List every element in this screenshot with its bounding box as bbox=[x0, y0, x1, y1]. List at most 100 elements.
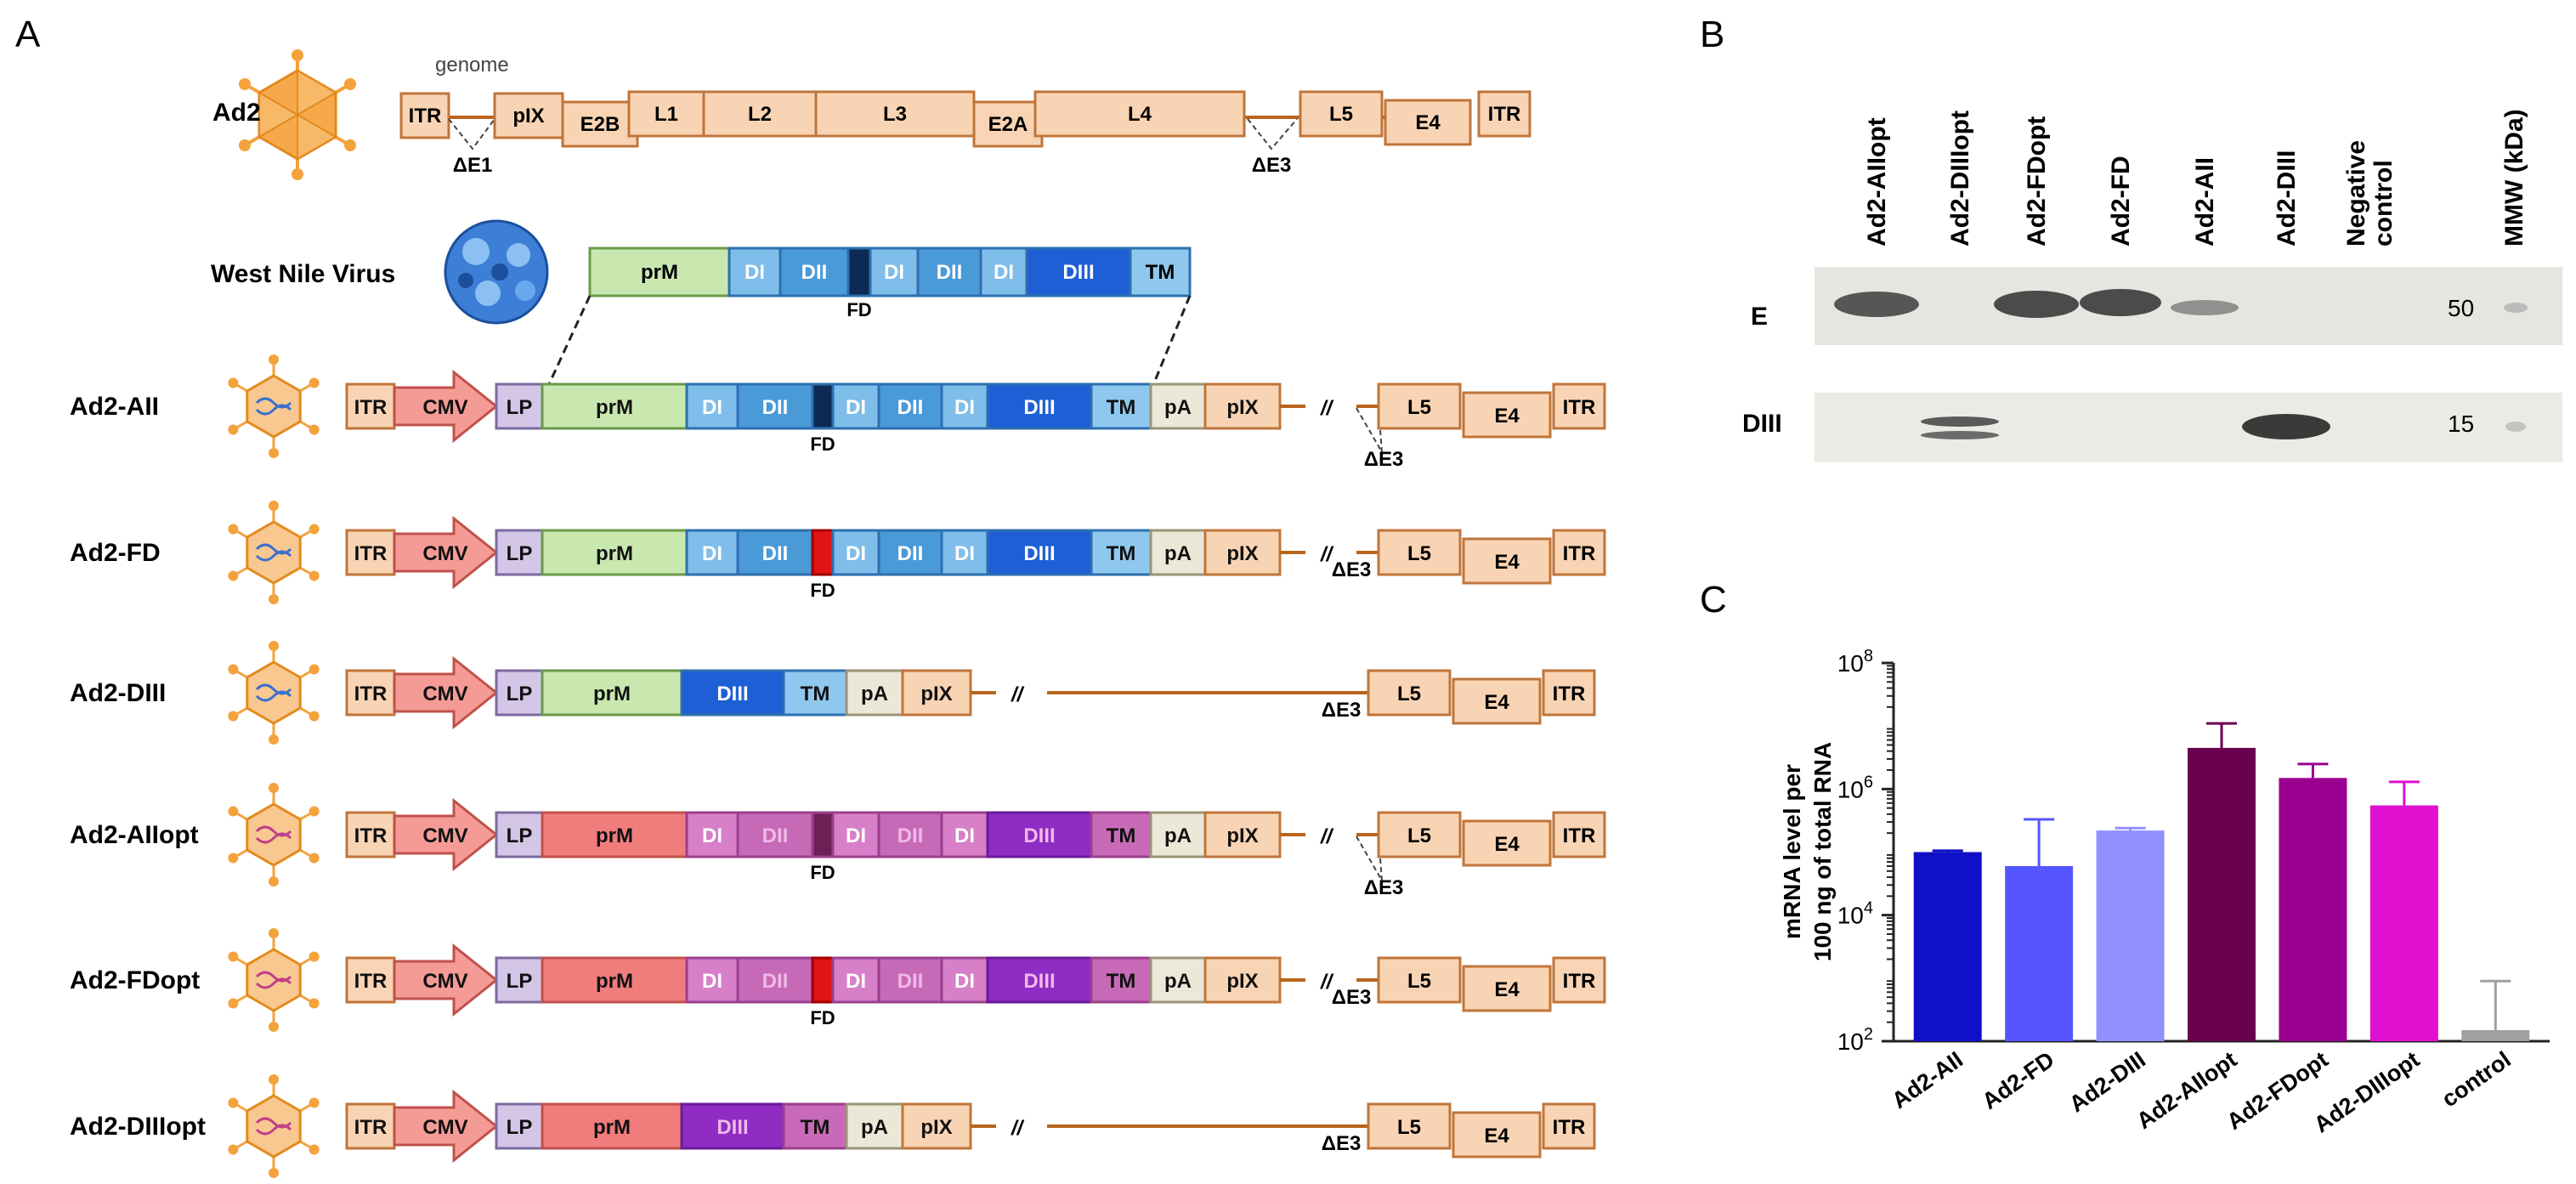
construct-segment-label: E4 bbox=[1494, 978, 1520, 1001]
construct-segment-label: DII bbox=[897, 970, 924, 993]
construct-segment bbox=[495, 811, 544, 858]
cmv-promoter-arrow bbox=[393, 515, 499, 590]
break-mark: // bbox=[1011, 683, 1025, 706]
y-tick-label: 102 bbox=[1837, 1025, 1873, 1055]
construct-segment-label: LP bbox=[507, 970, 533, 993]
construct-segment-label: pA bbox=[1164, 824, 1192, 847]
construct-segment bbox=[1462, 965, 1552, 1012]
break-mark: // bbox=[1320, 825, 1334, 848]
delta-e1-label: ΔE1 bbox=[453, 154, 493, 177]
construct-segment-label: DIII bbox=[1023, 970, 1055, 993]
construct-segment-label: E4 bbox=[1494, 405, 1520, 428]
construct-segment bbox=[986, 956, 1093, 1004]
construct-segment-label: prM bbox=[593, 683, 631, 705]
construct-segment-label: E4 bbox=[1494, 551, 1520, 574]
x-tick-label: Ad2-AIIopt bbox=[2132, 1046, 2241, 1134]
construct-segment-label: pIX bbox=[920, 683, 952, 705]
adenovirus-virion-icon bbox=[228, 354, 320, 458]
construct-segment bbox=[1542, 669, 1596, 717]
construct-segment bbox=[782, 1102, 848, 1150]
ad2-label: Ad2 bbox=[212, 99, 261, 127]
construct-segment bbox=[1377, 529, 1462, 576]
construct-segment-label: DII bbox=[762, 824, 789, 847]
construct-segment-label: pIX bbox=[1226, 396, 1258, 419]
construct-segment bbox=[1377, 811, 1462, 858]
construct-segment-label: CMV bbox=[422, 542, 467, 565]
ad2-gene-label: ITR bbox=[1488, 103, 1521, 126]
construct-segment bbox=[541, 956, 688, 1004]
bar bbox=[1913, 852, 1982, 1041]
ad2-gene-label: pIX bbox=[512, 105, 544, 127]
construct-segment-label: E4 bbox=[1494, 833, 1520, 856]
construct-segment-label: ITR bbox=[354, 683, 388, 705]
blot-band-diii-ad2-diiiopt bbox=[1921, 416, 1999, 427]
blot-band-e-ad2-fd bbox=[2080, 289, 2161, 316]
construct-segment-label: DI bbox=[702, 970, 722, 993]
wnv-prm bbox=[588, 246, 731, 297]
x-tick-label: Ad2-FD bbox=[1978, 1046, 2059, 1114]
construct-segment-label: pIX bbox=[1226, 970, 1258, 993]
construct-segment bbox=[986, 529, 1093, 576]
construct-segment bbox=[1090, 529, 1152, 576]
break-mark: // bbox=[1320, 543, 1334, 566]
west-nile-virus-icon bbox=[444, 219, 549, 325]
construct-segment-label: CMV bbox=[422, 683, 467, 705]
ad2-gene-label: L4 bbox=[1128, 103, 1152, 126]
construct-segment-label: ITR bbox=[1553, 1116, 1586, 1139]
construct-segment bbox=[345, 529, 396, 576]
construct-segment bbox=[877, 529, 943, 576]
construct-segment bbox=[1462, 819, 1552, 867]
blot-lane-label: Negative bbox=[2342, 140, 2370, 246]
cmv-promoter-arrow bbox=[393, 655, 499, 730]
panel-letter-a: A bbox=[15, 14, 41, 55]
cmv-promoter-arrow bbox=[393, 369, 499, 444]
y-tick-label: 104 bbox=[1837, 899, 1873, 929]
construct-segment-label: L5 bbox=[1397, 1116, 1421, 1139]
construct-segment bbox=[1377, 956, 1462, 1004]
construct-segment bbox=[1542, 1102, 1596, 1150]
construct-segment-label: TM bbox=[801, 1116, 830, 1139]
x-tick-label: control bbox=[2437, 1046, 2516, 1112]
construct-segment bbox=[1552, 956, 1606, 1004]
wnv-di bbox=[728, 246, 782, 297]
wnv-segment-label: DI bbox=[884, 261, 904, 284]
blot-band-e-marker bbox=[2504, 303, 2528, 313]
construct-segment bbox=[1462, 537, 1552, 585]
construct-segment bbox=[1367, 1102, 1452, 1150]
construct-segment bbox=[736, 956, 814, 1004]
wnv-segment-label: DII bbox=[937, 261, 963, 284]
construct-segment bbox=[782, 669, 848, 717]
construct-segment-label: DII bbox=[762, 970, 789, 993]
construct-segment bbox=[736, 811, 814, 858]
delta-e3-label: ΔE3 bbox=[1364, 448, 1404, 471]
blot-lane-label: Ad2-FD bbox=[2107, 156, 2135, 246]
construct-segment bbox=[495, 956, 544, 1004]
construct-segment-label: DI bbox=[702, 542, 722, 565]
construct-segment bbox=[685, 382, 739, 430]
construct-segment-label: pIX bbox=[920, 1116, 952, 1139]
construct-segment-label: DII bbox=[762, 542, 789, 565]
construct-segment bbox=[680, 669, 785, 717]
ad2-gene-label: E2A bbox=[988, 113, 1028, 136]
construct-segment bbox=[736, 529, 814, 576]
construct-segment-label: ITR bbox=[1563, 970, 1596, 993]
construct-segment-label: LP bbox=[507, 824, 533, 847]
construct-segment-label: DIII bbox=[716, 683, 748, 705]
construct-segment bbox=[680, 1102, 785, 1150]
blot-lane-label: control bbox=[2369, 160, 2398, 246]
construct-segment-label: LP bbox=[507, 396, 533, 419]
construct-segment-label: CMV bbox=[422, 824, 467, 847]
ad2-gene-label: E4 bbox=[1415, 111, 1441, 134]
construct-segment-label: CMV bbox=[422, 396, 467, 419]
construct-segment-label: pA bbox=[1164, 970, 1192, 993]
construct-segment bbox=[541, 1102, 683, 1150]
construct-segment-label: prM bbox=[596, 396, 633, 419]
construct-segment bbox=[877, 382, 943, 430]
construct-segment bbox=[541, 382, 688, 430]
ad2-gene-label: E2B bbox=[580, 113, 620, 136]
construct-segment bbox=[1552, 382, 1606, 430]
x-tick-label: Ad2-DIII bbox=[2064, 1046, 2150, 1117]
panel-letter-c: C bbox=[1700, 579, 1727, 620]
